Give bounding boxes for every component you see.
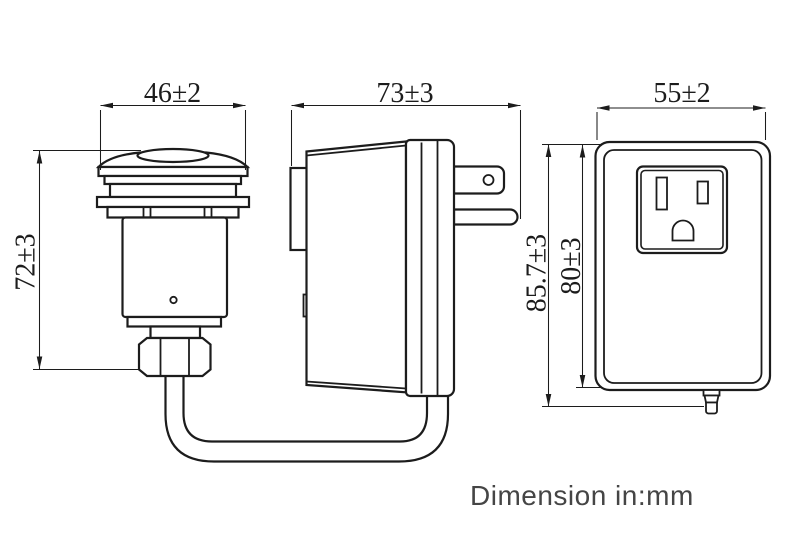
body-top-edge-line <box>306 144 407 157</box>
adapter-front-slab <box>404 138 456 398</box>
body-step-1 <box>126 315 223 328</box>
cap-rim-band <box>97 165 249 178</box>
tube-inner-line <box>182 376 429 443</box>
adapter-body <box>305 140 408 394</box>
tube-outer-line <box>164 376 450 463</box>
mounting-ring <box>106 205 240 219</box>
air-nipple <box>702 389 721 415</box>
rear-face-bump <box>289 166 309 252</box>
blade-hole <box>482 174 495 186</box>
receptacle-inner <box>640 169 724 250</box>
body-step-2 <box>149 325 202 340</box>
receptacle-outer <box>635 165 729 255</box>
dim-label-outlet-total-height: 85.7±3 <box>522 234 553 312</box>
hot-slot <box>696 180 709 205</box>
outlet-inner-border <box>603 149 763 384</box>
push-button-view <box>95 147 251 378</box>
outlet-front-view <box>594 140 772 415</box>
body-bottom-edge-line <box>306 380 407 390</box>
dim-label-button-width: 46±2 <box>144 78 201 109</box>
dim-label-adapter-width: 73±3 <box>376 78 433 109</box>
round-pin-prong <box>452 208 519 226</box>
dimension-adapter-width: 73±3 <box>290 78 522 219</box>
wide-flange <box>95 195 251 209</box>
dim-label-button-height: 72±3 <box>11 233 42 290</box>
receptacle-face <box>635 165 729 255</box>
dimension-outlet-total-height: 85.7±3 <box>522 143 704 408</box>
ring-band-2 <box>108 182 238 199</box>
plug-adapter-view <box>289 138 519 398</box>
air-tube <box>164 376 450 463</box>
dimension-button-width: 46±2 <box>99 78 247 170</box>
flat-blade-prong <box>452 165 506 195</box>
button-lens <box>136 147 210 164</box>
dimension-outlet-width: 55±2 <box>596 78 767 140</box>
neutral-slot <box>655 176 668 211</box>
dimension-outlet-body-height: 80±3 <box>556 145 603 389</box>
ring-band-1 <box>103 174 243 186</box>
ground-hole <box>671 219 695 242</box>
nipple-tip <box>705 401 718 415</box>
dimension-button-height: 72±3 <box>11 149 141 371</box>
dim-label-outlet-body-height: 80±3 <box>556 237 587 294</box>
hex-nut <box>137 336 212 378</box>
vent-hole <box>169 295 178 305</box>
dim-label-outlet-width: 55±2 <box>653 78 710 109</box>
outlet-outer-shell <box>594 140 772 392</box>
units-note: Dimension in:mm <box>470 480 694 511</box>
nipple-taper <box>703 394 720 404</box>
